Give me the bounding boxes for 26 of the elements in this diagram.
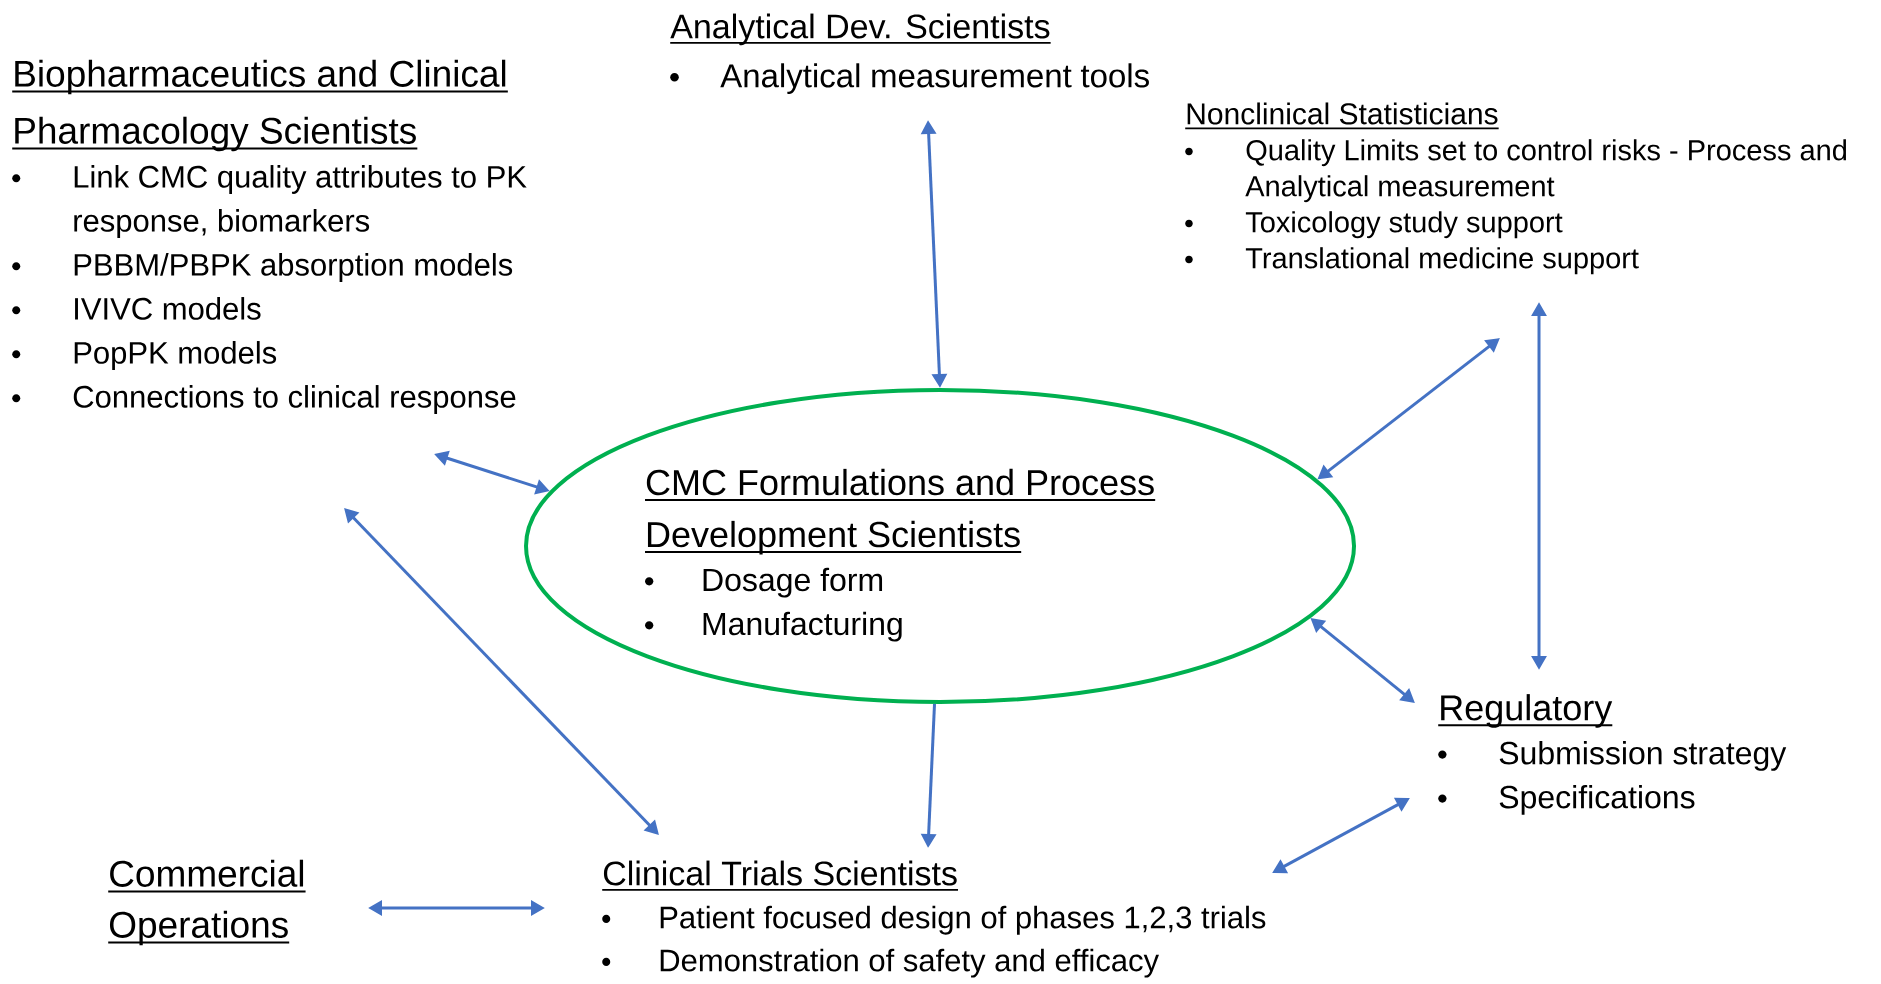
- text-block: Commercial Operations: [108, 859, 306, 946]
- text-block: Analytical Dev. Scientists Analytical measurement tools: [669, 13, 1149, 95]
- node-label: Clinical Trials Scientists: [603, 860, 957, 886]
- node-label: Specifications: [1499, 785, 1695, 815]
- text-block: Clinical Trials Scientists Patient focused design of phases 1,2,3 trials Demonstration of safety and efficacy: [601, 860, 1266, 978]
- text-block: Regulatory Submission strategy Specifications: [1437, 694, 1787, 815]
- node-label: Submission strategy: [1499, 741, 1787, 771]
- arrow: [344, 508, 659, 835]
- node-label: Patient focused design of phases 1,2,3 trials: [660, 905, 1266, 935]
- node-label: IVIVC models: [75, 297, 261, 320]
- text-block: Nonclinical Statisticians Quality Limits set to control risks - Process and Analytical measurement Toxicology study support Translational medicine support: [1184, 102, 1846, 275]
- node-label: Toxicology study support: [1245, 211, 1563, 239]
- node-label: PopPK models: [74, 341, 277, 370]
- node-label: Quality Limits set to control risks - Process and Analytical measurement: [1245, 139, 1847, 203]
- node-label: Demonstration of safety and efficacy: [660, 948, 1159, 978]
- node-label: Link CMC quality attributes to PK response, biomarkers: [74, 165, 527, 238]
- node-label: Connections to clinical response: [73, 385, 516, 414]
- node-label: Regulatory: [1441, 694, 1613, 728]
- node-label: Biopharmaceutics and Clinical Pharmacology Scientists: [15, 59, 506, 152]
- ellipse-node: CMC Formulations and Process Development Scientists Dosage form Manufacturing: [524, 388, 1356, 704]
- node-label: Translational medicine support: [1245, 247, 1639, 275]
- text-block: Biopharmaceutics and Clinical Pharmacology Scientists Link CMC quality attributes to PK response, biomarkers PBBM/PBPK absorption models IVIVC models PopPK models Connections to clinical response: [12, 59, 527, 414]
- node-label: Analytical measurement tools: [720, 63, 1149, 95]
- node-label: Analytical Dev. Scientists: [670, 13, 1050, 46]
- node-label: PBBM/PBPK absorption models: [74, 253, 513, 282]
- node-label: Nonclinical Statisticians: [1187, 102, 1498, 125]
